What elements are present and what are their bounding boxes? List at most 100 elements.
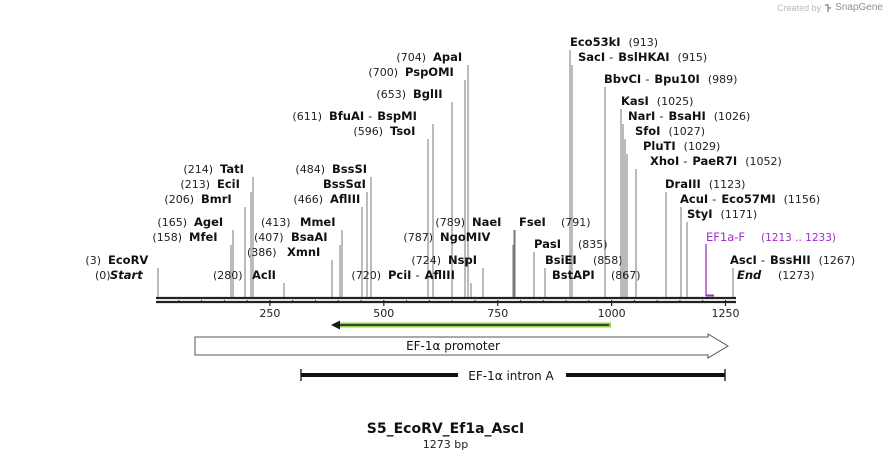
snapgene-credit: Created by SnapGene (777, 2, 883, 13)
tick-label: 1000 (598, 307, 626, 320)
site-position: (165) (157, 216, 187, 229)
tick-label: 1250 (712, 307, 740, 320)
enzyme-name: AscI (730, 253, 757, 267)
enzyme-name: StyI (687, 207, 713, 221)
site-apai[interactable]: (704)ApaI (396, 50, 462, 64)
construct-title: S5_EcoRV_Ef1a_AscI (366, 421, 525, 437)
feature-ef1a-promoter[interactable]: EF-1α promoter (194, 333, 729, 359)
site-bglii[interactable]: (653)BglII (376, 87, 442, 101)
enzyme-name: BsiEI (545, 253, 577, 267)
enzyme-name: KasI (621, 94, 649, 108)
enzyme-name: BspMI (377, 109, 417, 123)
site-position: (158) (152, 231, 182, 244)
site-draiii[interactable]: DraIII(1123) (665, 177, 745, 191)
orf-arrow[interactable] (331, 320, 611, 330)
site-position: (787) (403, 231, 433, 244)
site-sfoi[interactable]: SfoI (1027) (635, 124, 705, 138)
enzyme-name: BssSαI (323, 177, 366, 191)
site-mfei[interactable]: (158)MfeI (152, 230, 217, 244)
site-naei[interactable]: (789) NaeI (435, 215, 501, 229)
enzyme-name: NspI (448, 253, 477, 267)
site-position: (858) (593, 254, 623, 267)
enzyme-name: NgoMIV (440, 230, 490, 244)
enzyme-name: FseI (519, 215, 546, 229)
enzyme-name: BslHKAI (618, 50, 669, 64)
site-bsssi[interactable]: (484)BssSI (295, 162, 367, 176)
site-bsaai[interactable]: BsaAI(407) (254, 230, 328, 244)
site-kasi[interactable]: KasI(1025) (621, 94, 693, 108)
site-pluti[interactable]: PluTI(1029) (643, 139, 720, 153)
tick-label: 500 (373, 307, 394, 320)
site-agei[interactable]: (165)AgeI (157, 215, 223, 229)
name-separator: - (712, 192, 716, 206)
site-nspi[interactable]: (724)NspI (411, 253, 477, 267)
site-pcii[interactable]: (720)PciI-AflIII (351, 268, 454, 282)
enzyme-name: BssHII (770, 253, 811, 267)
name-separator: - (609, 50, 613, 64)
site-pspomi[interactable]: (700)PspOMI (368, 65, 453, 79)
site-ngomiv[interactable]: (787) NgoMIV (403, 230, 490, 244)
site-ecii[interactable]: (213)EciI (180, 177, 239, 191)
enzyme-name: BglII (413, 87, 443, 101)
end-label: End (737, 268, 762, 282)
site-position: (1123) (709, 178, 746, 191)
name-separator: - (683, 154, 687, 168)
site-bsiei[interactable]: BsiEI (858) (545, 253, 623, 267)
snapgene-logo-icon (824, 3, 832, 12)
site-xhoi[interactable]: XhoI-PaeR7I(1052) (650, 154, 782, 168)
credit-brand: SnapGene (835, 2, 883, 13)
construct-length: 1273 bp (422, 438, 469, 451)
enzyme-name: PasI (534, 237, 561, 251)
enzyme-name: NarI (628, 109, 655, 123)
site-acli[interactable]: AclI (280) (213, 268, 276, 282)
site-position: (1027) (668, 125, 705, 138)
enzyme-name: BssSI (332, 162, 367, 176)
cut-site-lines (157, 50, 734, 297)
site-nari[interactable]: NarI-BsaHI(1026) (628, 109, 750, 123)
enzyme-name: MmeI (300, 215, 336, 229)
site-fsei[interactable]: FseI (791) (519, 215, 591, 229)
site-styi[interactable]: StyI(1171) (687, 207, 757, 221)
site-pasi[interactable]: PasI (835) (534, 237, 608, 251)
site-position: (466) (293, 193, 323, 206)
enzyme-name: AflIII (425, 268, 455, 282)
site-saci[interactable]: SacI-BslHKAI(915) (578, 50, 707, 64)
start-label: Start (110, 268, 143, 282)
site-position: (280) (213, 269, 243, 282)
name-separator: - (761, 253, 765, 267)
site-eco53ki[interactable]: Eco53kI(913) (570, 35, 658, 49)
site-position: (611) (292, 110, 322, 123)
sequence-backbone (156, 296, 736, 304)
site-position: (791) (561, 216, 591, 229)
site-position: (407) (254, 231, 284, 244)
site-afliii[interactable]: (466)AflIII (293, 192, 360, 206)
site-position: (1052) (745, 155, 782, 168)
enzyme-name: PaeR7I (692, 154, 737, 168)
enzyme-name: PluTI (643, 139, 676, 153)
site-bfuai[interactable]: (611)BfuAI-BspMI (292, 109, 416, 123)
enzyme-name: Bpu10I (654, 72, 699, 86)
tick-label: 250 (259, 307, 280, 320)
site-asci[interactable]: AscI-BssHII(1267) (730, 253, 855, 267)
feature-ef1a-intron[interactable]: EF-1α intron A (300, 369, 726, 383)
site-ecorv[interactable]: (3)EcoRV (85, 253, 148, 267)
site-tati[interactable]: (214)TatI (183, 162, 243, 176)
site-position: (3) (85, 254, 101, 267)
site-bmri[interactable]: (206)BmrI (164, 192, 231, 206)
enzyme-name: NaeI (472, 215, 501, 229)
site-mmei[interactable]: MmeI(413) (261, 215, 336, 229)
enzyme-name: SfoI (635, 124, 660, 138)
site-xmni[interactable]: XmnI(386) (247, 245, 320, 259)
site-tsoi[interactable]: (596)TsoI (353, 124, 415, 138)
site-bstapi[interactable]: BstAPI(867) (552, 268, 641, 282)
site-position: (789) (435, 216, 465, 229)
site-bbvci[interactable]: BbvCI-Bpu10I(989) (604, 72, 737, 86)
site-acui[interactable]: AcuI-Eco57MI(1156) (680, 192, 820, 206)
enzyme-name: PspOMI (405, 65, 454, 79)
credit-prefix: Created by (777, 2, 822, 13)
primer-ef1a-f[interactable]: EF1a-F (1213 .. 1233) (705, 230, 836, 297)
site-position: (835) (578, 238, 608, 251)
site-bsssαi[interactable]: BssSαI (323, 177, 366, 191)
enzyme-name: AclI (252, 268, 276, 282)
